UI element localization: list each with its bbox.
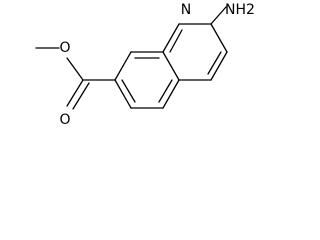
ester-oxygen-label: O [59, 40, 70, 56]
bond-c4a-c8a [162, 51, 180, 81]
benzene-ring [114, 51, 180, 109]
bond-c7-c6 [114, 79, 132, 109]
double-bond-n1-c4a [169, 29, 183, 53]
carbonyl-oxygen-label: O [59, 112, 70, 128]
bond-c4a-n1 [162, 23, 180, 53]
amino-group-label: NH2 [225, 2, 255, 18]
bond-carbonyl-o [66, 79, 84, 107]
bond-c8a-c8 [162, 79, 180, 109]
double-bond-c8a-c8 [158, 79, 173, 103]
bond-c6-c5 [114, 51, 132, 81]
pyridine-ring [162, 23, 228, 81]
quinoline-ester-structure: N NH2 O O [35, 2, 255, 128]
substituents [35, 6, 227, 110]
bond-c3-c4 [210, 51, 228, 81]
bond-c2-c3 [210, 23, 228, 53]
double-bond-c3-c4 [207, 51, 222, 75]
bond-c2-nh2 [210, 6, 227, 25]
ring-nitrogen-label: N [181, 2, 191, 18]
double-bond-c7-c6 [121, 79, 136, 103]
double-bond-carbonyl-o [72, 82, 90, 110]
bond-carbonyl-ester-o [66, 57, 84, 81]
